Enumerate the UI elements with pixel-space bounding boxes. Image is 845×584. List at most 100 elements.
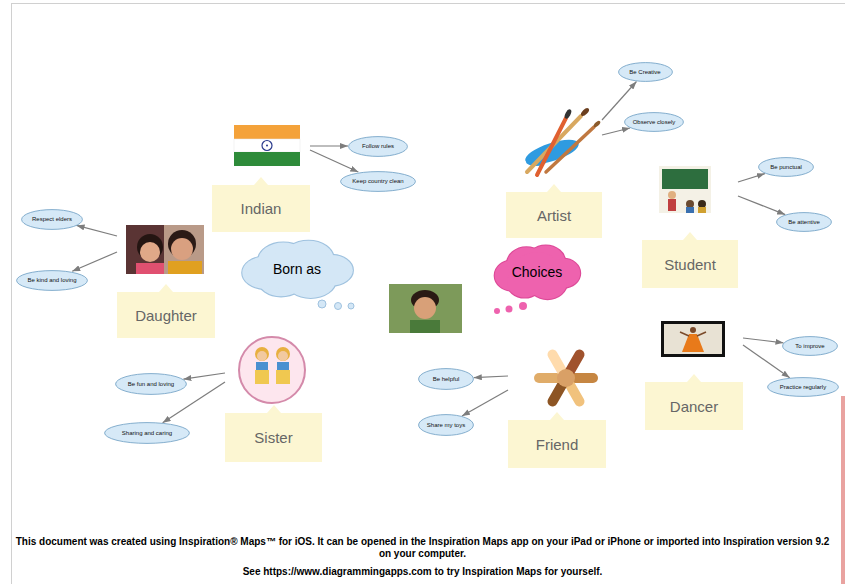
- oval-outline: [625, 113, 684, 132]
- thought-bubbles: [335, 303, 342, 310]
- sisters-picture: [276, 370, 290, 384]
- daughter-photo: [126, 225, 204, 274]
- friends-hands: [557, 369, 575, 387]
- arrow-connector: [474, 376, 508, 378]
- arrow-connector: [602, 82, 636, 120]
- dancer-picture: [680, 332, 689, 336]
- india-flag: [234, 152, 300, 166]
- cloud-lobe: [265, 248, 329, 293]
- text-holder: Born as: [240, 238, 354, 300]
- oval-outline: [105, 423, 190, 444]
- text-holder: Sharing and caring: [104, 422, 190, 444]
- page-frame: [11, 3, 845, 584]
- category-label: Friend: [536, 436, 579, 453]
- arrow-connector: [72, 252, 117, 271]
- thought-bubbles: [318, 300, 527, 314]
- arrow-connector: [743, 338, 783, 343]
- category-node: Friend: [508, 347, 606, 468]
- text-holder: Practice regularly: [767, 377, 839, 397]
- arrow-connector: [310, 150, 358, 172]
- paint-brushes: [546, 127, 594, 172]
- text-holder: Respect elders: [21, 209, 83, 230]
- arrow-connector: [738, 174, 765, 182]
- classroom-picture: [668, 199, 676, 211]
- value-oval: Be fun and loving: [115, 373, 187, 395]
- oval-outline: [341, 171, 416, 191]
- text-holder: Follow rules: [348, 136, 408, 157]
- sisters-picture: [278, 351, 288, 361]
- thought-cloud: Choices: [493, 243, 581, 301]
- daughter-photo: [136, 263, 164, 274]
- thought-bubbles: [348, 303, 354, 309]
- thought-bubbles: [318, 300, 326, 308]
- oval-text: Be fun and loving: [128, 381, 174, 388]
- dancer-picture: [664, 324, 722, 354]
- text-holder: Observe closely: [624, 112, 684, 132]
- oval-text: Be Creative: [629, 69, 660, 76]
- india-flag: [266, 145, 268, 147]
- text-holder: To improve: [782, 336, 838, 356]
- thought-bubbles: [519, 302, 527, 310]
- text-holder: Share my toys: [418, 414, 474, 436]
- daughter-photo: [126, 225, 204, 274]
- paint-brushes: [563, 108, 572, 119]
- sisters-picture: [255, 347, 269, 361]
- category-label: Sister: [254, 429, 292, 446]
- cloud-outline: [242, 241, 353, 298]
- oval-text: Respect elders: [32, 216, 72, 223]
- value-oval: Be Creative: [618, 62, 673, 82]
- oval-text: To improve: [795, 343, 824, 350]
- classroom-picture: [698, 207, 706, 213]
- connector-layer: [72, 82, 790, 423]
- cloud-fill: [495, 246, 580, 299]
- label-box: Sister: [225, 413, 322, 462]
- category-label: Dancer: [670, 398, 718, 415]
- cloud-outline: [495, 246, 580, 299]
- india-flag: [234, 139, 300, 152]
- oval-text: Sharing and caring: [122, 430, 172, 437]
- text-holder: Be punctual: [758, 157, 814, 177]
- classroom-picture: [659, 166, 711, 213]
- oval-text: Keep country clean: [352, 178, 403, 185]
- text-holder: Be helpful: [418, 368, 474, 390]
- daughter-photo: [168, 261, 202, 274]
- paint-brushes: [593, 120, 602, 128]
- oval-outline: [768, 378, 839, 397]
- paint-brushes: [523, 107, 602, 175]
- daughter-photo: [171, 238, 193, 260]
- label-box: Student: [642, 240, 738, 288]
- value-oval: Share my toys: [418, 414, 474, 436]
- arrow-connector: [738, 196, 785, 215]
- dancer-picture: [690, 327, 696, 333]
- page-frame: [841, 396, 845, 584]
- oval-outline: [777, 213, 832, 232]
- label-box: Friend: [508, 420, 606, 468]
- cloud-lobe: [265, 248, 329, 293]
- cloud-lobe: [512, 252, 561, 294]
- sisters-picture: [257, 351, 267, 361]
- oval-outline: [116, 374, 187, 395]
- category-label: Artist: [537, 207, 571, 224]
- thought-bubbles: [506, 306, 513, 313]
- value-oval: Practice regularly: [767, 377, 839, 397]
- oval-text: Be kind and loving: [27, 277, 76, 284]
- value-oval: Be punctual: [758, 157, 814, 177]
- india-flag: [262, 141, 272, 151]
- child-photo: [414, 297, 436, 319]
- value-oval: Follow rules: [348, 136, 408, 157]
- category-label: Indian: [241, 200, 282, 217]
- oval-text: Be attentive: [788, 219, 820, 226]
- daughter-photo: [126, 225, 164, 274]
- category-node: Indian: [212, 125, 310, 232]
- category-label: Student: [664, 256, 716, 273]
- daughter-photo: [140, 242, 160, 262]
- footer-note: This document was created using Inspirat…: [14, 536, 831, 560]
- arrow-connector: [602, 128, 630, 135]
- sisters-picture: [277, 362, 289, 370]
- cloud-fill: [242, 241, 353, 298]
- classroom-picture: [686, 207, 694, 213]
- thought-bubbles: [494, 308, 500, 314]
- text-holder: Be fun and loving: [115, 373, 187, 395]
- oval-outline: [618, 63, 672, 82]
- footer-notes: This document was created using Inspirat…: [14, 536, 831, 578]
